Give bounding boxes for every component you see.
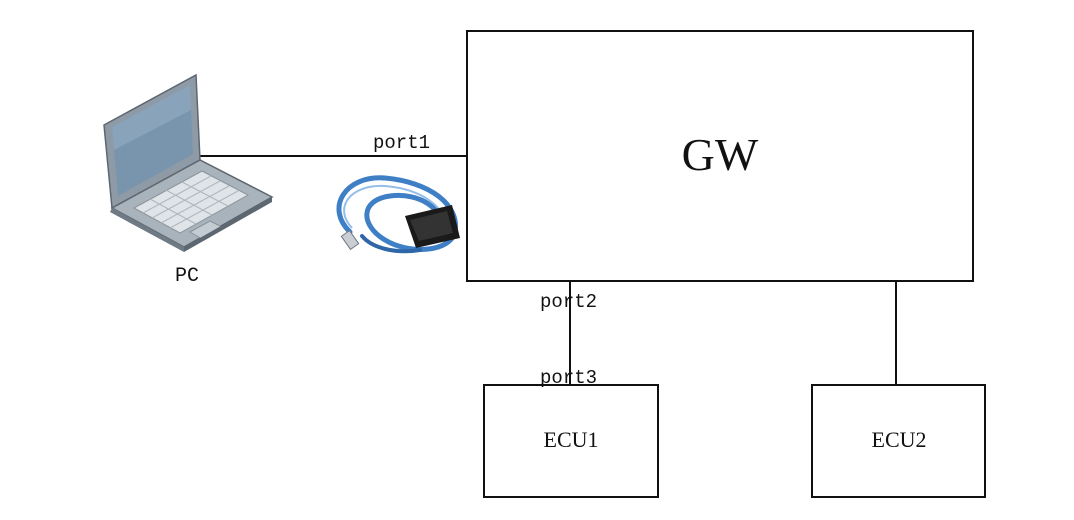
pc-label: PC	[175, 265, 199, 288]
ecu2-label: ECU2	[872, 427, 927, 452]
laptop-icon	[103, 73, 274, 252]
port3-label: port3	[540, 367, 597, 389]
gw-node: GW	[466, 30, 974, 282]
obd-usb-cable-icon	[336, 175, 460, 254]
gw-label: GW	[682, 129, 759, 180]
ecu1-label: ECU1	[544, 427, 599, 452]
port2-label: port2	[540, 291, 597, 313]
port1-label: port1	[373, 132, 430, 154]
ecu1-node: ECU1	[483, 384, 659, 498]
ecu2-node: ECU2	[811, 384, 986, 498]
